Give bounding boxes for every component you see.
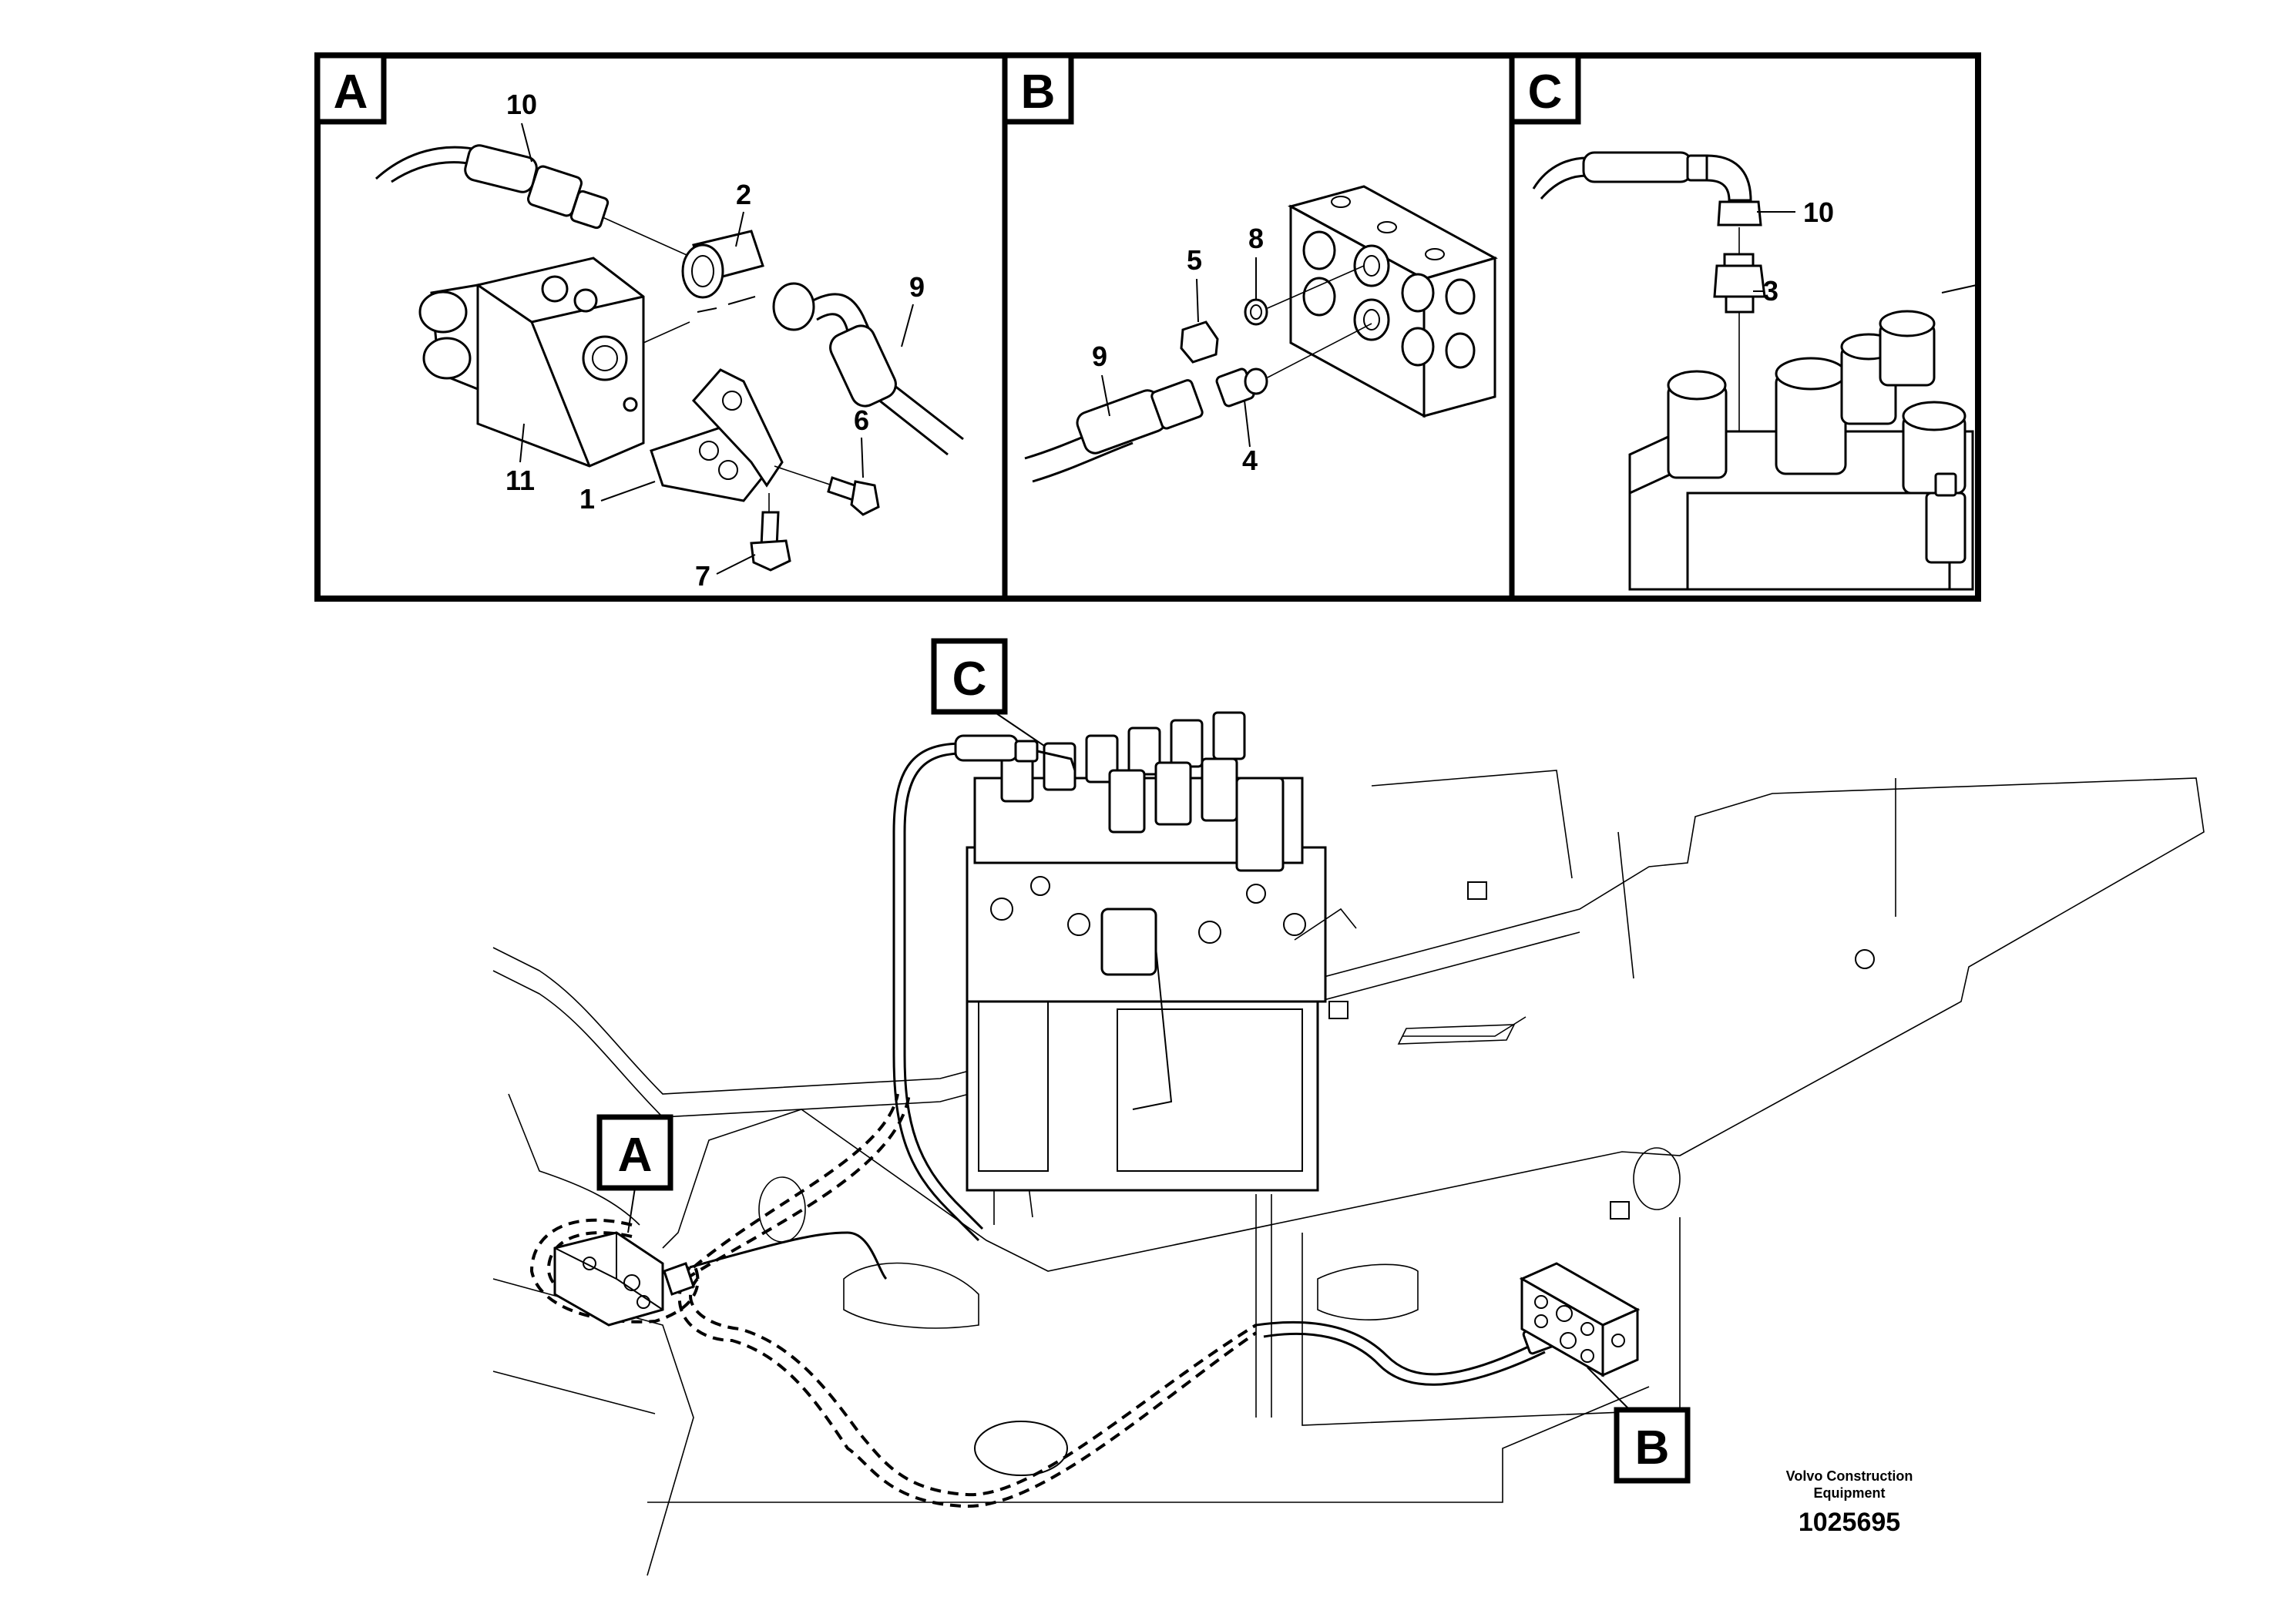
- panel-a-letter-box: A: [314, 52, 387, 125]
- panel-a: A: [314, 52, 964, 592]
- callout-b-4: 4: [1242, 445, 1258, 476]
- overview-manifold-b: [1519, 1262, 1641, 1377]
- panel-c: C 10 3: [1509, 52, 1977, 591]
- callout-c-3: 3: [1763, 275, 1778, 307]
- panel-a-letter: A: [334, 65, 368, 119]
- overview-control-valve: [966, 711, 1357, 1192]
- callout-c-10: 10: [1803, 196, 1834, 228]
- manufacturer-line2: Equipment: [1813, 1485, 1886, 1501]
- svg-text:B: B: [1635, 1421, 1670, 1475]
- drawing-footer: Volvo Construction Equipment 1025695: [1765, 1468, 1934, 1538]
- svg-text:A: A: [618, 1129, 653, 1182]
- panel-c-letter-box: C: [1509, 52, 1581, 125]
- panel-c-letter: C: [1528, 65, 1563, 119]
- overview-label-a: A: [596, 1114, 673, 1233]
- callout-a-6: 6: [854, 404, 869, 436]
- drawing-number: 1025695: [1798, 1508, 1901, 1537]
- callout-a-9: 9: [909, 271, 925, 303]
- callout-a-2: 2: [736, 179, 751, 210]
- callout-a-10: 10: [506, 89, 537, 120]
- callout-a-1: 1: [579, 483, 595, 515]
- detail-panels-frame: [314, 52, 1981, 602]
- manufacturer-line1: Volvo Construction: [1785, 1468, 1913, 1484]
- overview-frame: [492, 770, 2205, 1576]
- callout-b-8: 8: [1248, 223, 1264, 254]
- panel-b-letter-box: B: [1002, 52, 1074, 125]
- overview-hoses: [529, 734, 1560, 1508]
- svg-text:C: C: [952, 653, 987, 706]
- panel-b-letter: B: [1021, 65, 1056, 119]
- overview-label-c: C: [931, 638, 1045, 747]
- panel-b: B 5 8 9 4: [1002, 52, 1498, 483]
- overview-label-b: B: [1587, 1367, 1691, 1484]
- callout-b-9: 9: [1092, 341, 1107, 372]
- overview-assembly-a: [553, 1231, 695, 1327]
- callout-a-7: 7: [695, 560, 710, 592]
- callout-b-5: 5: [1187, 244, 1202, 276]
- callout-a-11: 11: [505, 465, 535, 496]
